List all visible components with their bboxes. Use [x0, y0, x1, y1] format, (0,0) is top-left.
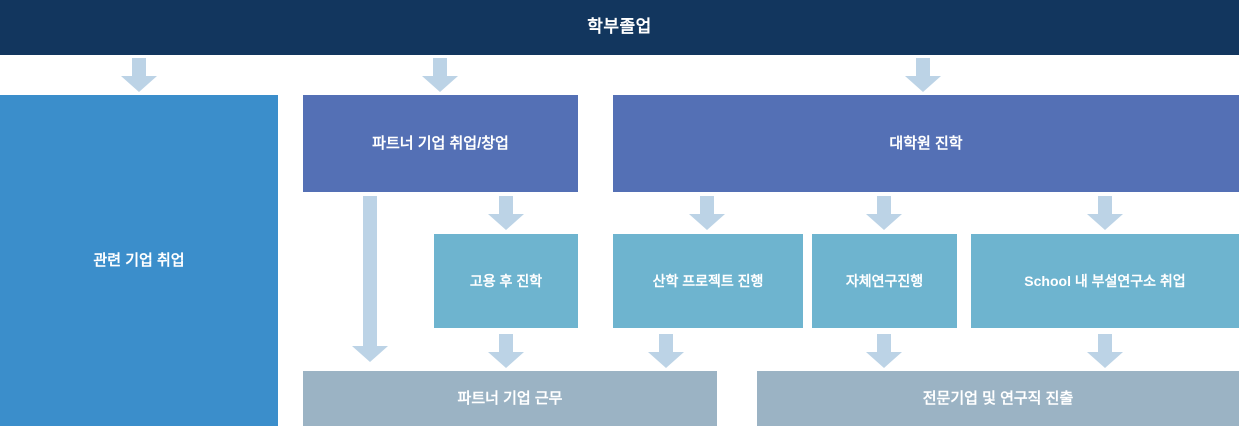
arrow-down-to-grad-school: [905, 58, 941, 92]
node-graduate-school: 대학원 진학: [613, 95, 1239, 192]
arrow-down-to-partner-company: [422, 58, 458, 92]
node-related-company-employment: 관련 기업 취업: [0, 95, 278, 426]
arrow-to-professional-from-school-institute: [1087, 334, 1123, 368]
node-own-research: 자체연구진행: [812, 234, 957, 328]
arrow-to-partner-work-from-employ-study: [488, 334, 524, 368]
node-partner-company-employment: 파트너 기업 취업/창업: [303, 95, 578, 192]
node-partner-company-work: 파트너 기업 근무: [303, 371, 717, 426]
arrow-to-professional-from-industry-project: [648, 334, 684, 368]
arrow-partner-company-to-partner-work: [352, 196, 388, 362]
arrow-to-employ-then-study: [488, 196, 524, 230]
arrow-to-own-research: [866, 196, 902, 230]
arrow-to-school-institute: [1087, 196, 1123, 230]
node-professional-research-careers: 전문기업 및 연구직 진출: [757, 371, 1239, 426]
node-school-affiliated-institute: School 내 부설연구소 취업: [971, 234, 1239, 328]
node-employ-then-study: 고용 후 진학: [434, 234, 578, 328]
node-header-graduation: 학부졸업: [0, 0, 1239, 55]
arrow-down-to-related-company: [121, 58, 157, 92]
node-industry-project: 산학 프로젝트 진행: [613, 234, 803, 328]
arrow-to-professional-from-own-research: [866, 334, 902, 368]
arrow-to-industry-project: [689, 196, 725, 230]
